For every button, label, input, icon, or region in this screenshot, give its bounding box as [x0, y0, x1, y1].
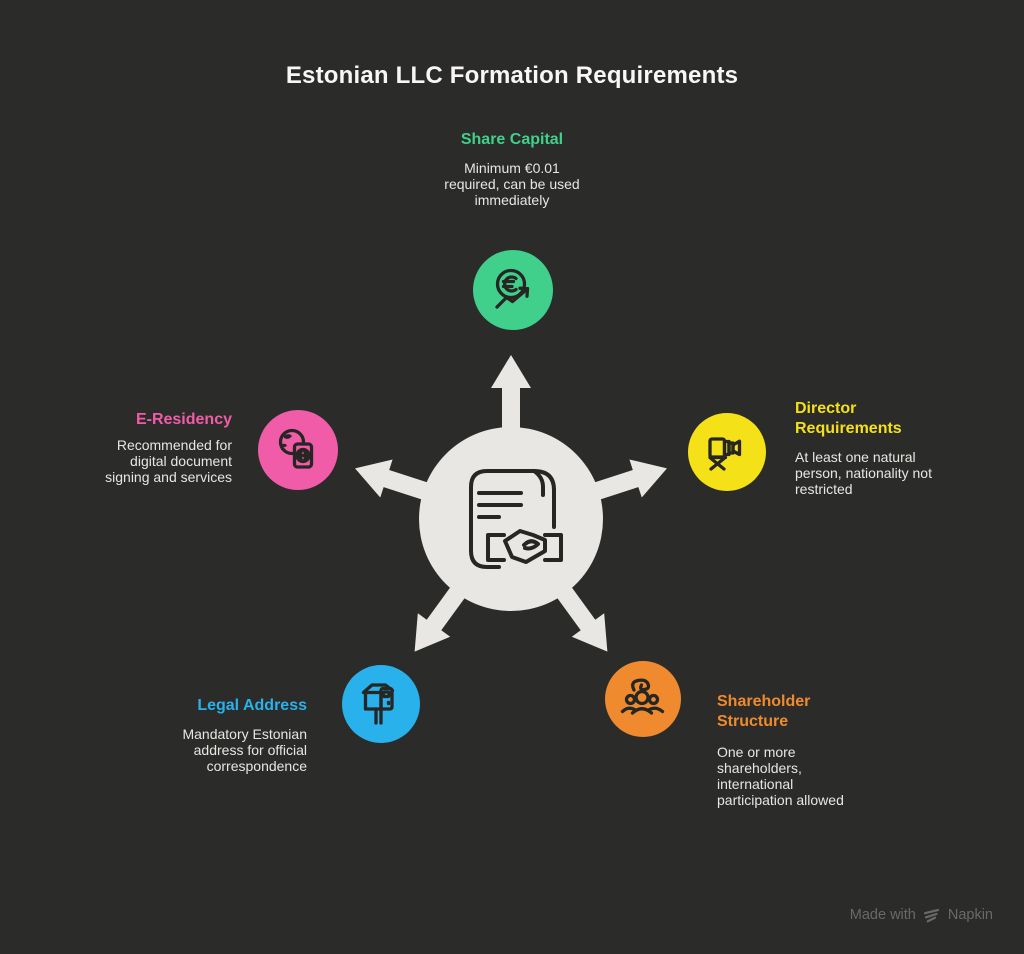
- made-with-text: Made with: [849, 907, 916, 923]
- globe-passport-icon: [278, 428, 314, 469]
- node-circle-share-capital: [473, 250, 553, 330]
- node-description-legal-address: Mandatory Estonian address for official …: [182, 726, 307, 774]
- node-circle-legal-address: [342, 665, 420, 743]
- node-description-e-residency: Recommended for digital document signing…: [105, 437, 232, 485]
- node-circle-e-residency: [258, 410, 338, 490]
- node-description-share-capital: Minimum €0.01 required, can be used imme…: [444, 160, 580, 208]
- hub-circle: [419, 427, 603, 611]
- node-description-director-requirements: At least one natural person, nationality…: [795, 449, 932, 497]
- node-label-share-capital: Share Capital: [460, 131, 564, 148]
- globe-continents: [282, 434, 292, 448]
- contract-handshake-icon: [469, 469, 563, 569]
- mailbox-icon: [361, 683, 395, 725]
- node-label-director-requirements: Director Requirements: [795, 400, 902, 437]
- arrow-up: [491, 355, 531, 459]
- node-circle-director-requirements: [688, 413, 766, 491]
- node-label-shareholder-structure: Shareholder Structure: [717, 693, 811, 730]
- node-description-shareholder-structure: One or more shareholders, international …: [717, 744, 844, 808]
- node-label-legal-address: Legal Address: [197, 697, 307, 714]
- footer-credit: Made with Napkin: [850, 907, 993, 923]
- film-camera-icon: [708, 437, 742, 471]
- euro-growth-icon: [495, 268, 530, 309]
- node-circle-shareholder-structure: [605, 661, 681, 737]
- page-title: Estonian LLC Formation Requirements: [285, 62, 739, 89]
- team-icon: [620, 678, 665, 715]
- central-hub: [355, 355, 667, 652]
- node-label-e-residency: E-Residency: [135, 411, 232, 428]
- brand-text: Napkin: [947, 907, 993, 923]
- napkin-logo-icon: [923, 908, 939, 922]
